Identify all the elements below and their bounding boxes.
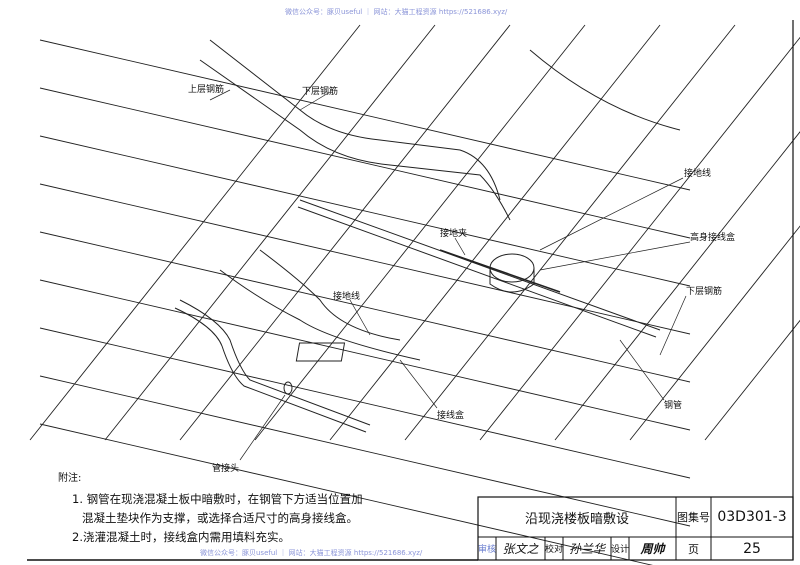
tall-junction-box <box>489 253 535 283</box>
rebar <box>329 24 661 441</box>
rebar <box>39 135 691 287</box>
rebar <box>404 24 736 441</box>
label-upper-rebar: 上层钢筋 <box>188 85 225 95</box>
page-label: 页 <box>688 542 699 556</box>
watermark-top: 微信公众号：豚贝useful ｜ 网站：大猫工程资源 https://52168… <box>285 8 508 16</box>
rebar-grid-b <box>29 24 800 441</box>
label-junction-box: 接线盒 <box>437 411 465 421</box>
note-line-2: 混凝土垫块作为支撑，或选择合适尺寸的高身接线盒。 <box>82 511 358 525</box>
page-number: 25 <box>743 540 761 557</box>
rebar <box>629 225 800 441</box>
bent-rebar <box>209 39 501 201</box>
rebar <box>104 24 436 441</box>
check-signature: 孙兰华 <box>568 542 605 556</box>
label-ground-wire-right: 接地线 <box>684 169 712 179</box>
rebar <box>39 39 691 191</box>
bent-rebar <box>199 59 511 221</box>
atlas-no-label: 图集号 <box>677 511 710 524</box>
rebar <box>39 183 691 335</box>
label-steel-pipe: 钢管 <box>664 401 683 411</box>
rebar <box>254 24 586 441</box>
check-label: 校对 <box>545 545 564 555</box>
atlas-no: 03D301-3 <box>717 509 787 525</box>
rebar <box>39 279 691 431</box>
label-ground-wire-left: 接地线 <box>333 292 361 302</box>
label-lower-rebar-right: 下层钢筋 <box>686 287 723 297</box>
rebar <box>29 24 361 441</box>
pipe-joint <box>283 381 293 395</box>
review-label: 审核 <box>478 545 497 555</box>
rebar-grid-a <box>39 39 691 565</box>
label-pipe-joint: 管接头 <box>212 464 240 474</box>
rebar <box>704 319 800 441</box>
rebar <box>39 423 654 565</box>
note-line-1: 1. 钢管在现浇混凝土板中暗敷时，在钢管下方适当位置加 <box>72 492 363 506</box>
steel-pipe <box>179 299 371 426</box>
bent-rebar <box>259 249 401 341</box>
design-signature: 周帅 <box>640 542 665 556</box>
ground-wire <box>439 249 561 293</box>
steel-pipe <box>174 307 367 433</box>
steel-pipe <box>297 206 657 338</box>
bent-rebar <box>219 269 421 361</box>
rebar <box>39 327 691 479</box>
bent-rebar <box>529 49 681 131</box>
label-ground-clamp: 接地夹 <box>440 229 468 239</box>
rebar <box>39 231 691 383</box>
label-lower-rebar-top: 下层钢筋 <box>302 87 339 97</box>
note-line-3: 2.浇灌混凝土时，接线盒内需用填料充实。 <box>72 530 290 544</box>
notes-heading: 附注: <box>58 473 82 484</box>
rebar <box>554 131 800 441</box>
review-signature: 张文之 <box>502 542 539 556</box>
rebar <box>479 36 800 441</box>
rebar <box>39 375 691 527</box>
watermark-bottom: 微信公众号：豚贝useful ｜ 网站：大猫工程资源 https://52168… <box>200 549 423 557</box>
drawing-title: 沿现浇楼板暗敷设 <box>524 511 629 527</box>
rebar <box>39 87 691 239</box>
label-tall-junction-box: 高身接线盒 <box>690 233 736 243</box>
steel-pipe <box>299 199 661 331</box>
design-label: 设计 <box>611 545 630 555</box>
title-block-grid <box>27 20 794 561</box>
rebar <box>179 24 511 441</box>
junction-box <box>295 342 346 362</box>
